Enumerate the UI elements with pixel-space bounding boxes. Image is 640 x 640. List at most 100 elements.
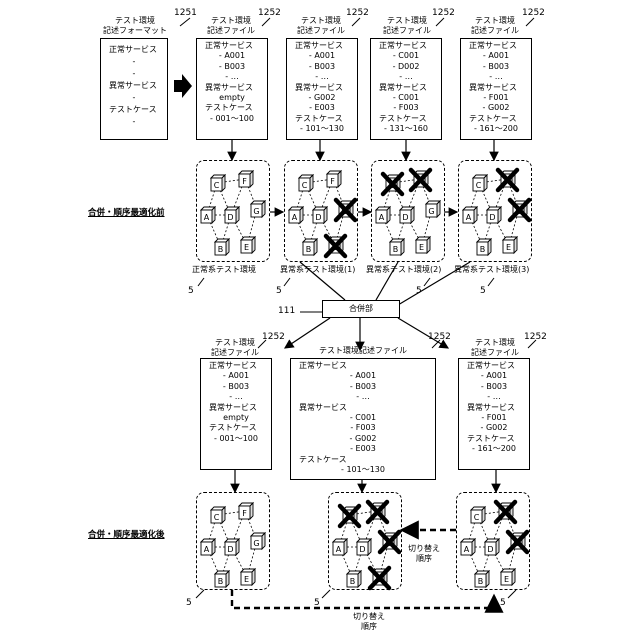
doc-section-heading: テストケース <box>287 114 357 124</box>
doc-entry: - B003 <box>461 62 531 72</box>
merge-unit: 合併部 <box>322 300 400 318</box>
service-cube-icon: D <box>485 539 499 555</box>
doc-section-heading: 異常サービス <box>101 80 167 92</box>
service-letter: C <box>214 513 220 522</box>
doc-section-heading: 正常サービス <box>101 44 167 56</box>
ref-env-b0: 5 <box>186 598 192 608</box>
doc-section-heading: テストケース <box>371 114 441 124</box>
service-graph: CFADGBE <box>329 493 401 593</box>
doc-entry: - C001 <box>371 93 441 103</box>
ref-env-t2: 5 <box>416 286 422 296</box>
doc-entry: - … <box>459 392 529 402</box>
doc-entry: - 101～130 <box>291 465 435 475</box>
service-letter: G <box>253 539 259 548</box>
service-cube-icon: B <box>347 571 361 587</box>
ref-env-t0: 5 <box>188 286 194 296</box>
service-letter: D <box>227 213 233 222</box>
doc-section-heading: 異常サービス <box>201 403 271 413</box>
service-letter: B <box>480 245 486 254</box>
service-letter: D <box>487 545 493 554</box>
service-letter: A <box>292 213 298 222</box>
service-cube-icon: B <box>390 239 404 255</box>
doc-section-heading: テストケース <box>291 455 435 465</box>
service-letter: A <box>336 545 342 554</box>
service-cube-icon: D <box>313 207 327 223</box>
doc-entry: empty <box>197 93 267 103</box>
doc-entry: - G002 <box>459 423 529 433</box>
ref-bfile-2: 1252 <box>428 332 451 342</box>
format-document: 正常サービス--異常サービス-テストケース- <box>100 38 168 140</box>
doc-section-heading: テストケース <box>197 103 267 113</box>
service-cube-icon: E <box>416 237 430 253</box>
service-cube-icon: C <box>211 507 225 523</box>
doc-entry: - … <box>461 72 531 82</box>
service-cube-icon: C <box>299 175 313 191</box>
service-letter: C <box>476 181 482 190</box>
env-label-abnormal-2: 異常系テスト環境(2) <box>366 264 441 275</box>
caption-format: テスト環境 記述フォーマット <box>100 16 170 35</box>
ref-format: 1251 <box>174 8 197 18</box>
doc-entry: - A001 <box>287 51 357 61</box>
env-normal-bottom: CFADGBE <box>196 492 270 590</box>
service-letter: B <box>218 577 224 586</box>
env-label-abnormal-3: 異常系テスト環境(3) <box>454 264 529 275</box>
service-letter: F <box>242 177 247 186</box>
service-cube-icon: D <box>400 207 414 223</box>
bottom-file-document-3: 正常サービス- A001- B003- …異常サービス- F001- G002テ… <box>458 358 530 470</box>
service-cube-icon: D <box>225 207 239 223</box>
service-graph: CFADGBE <box>197 493 269 593</box>
service-letter: A <box>204 545 210 554</box>
service-cube-icon: A <box>201 207 215 223</box>
service-graph: CFADGBE <box>459 161 531 261</box>
caption-file-2: テスト環境 記述ファイル <box>286 16 356 35</box>
service-letter: D <box>359 545 365 554</box>
service-cube-icon: C <box>471 507 485 523</box>
service-cube-icon: D <box>225 539 239 555</box>
service-cube-icon: B <box>303 239 317 255</box>
doc-entry: - 101～130 <box>287 124 357 134</box>
doc-placeholder: - <box>101 116 167 128</box>
doc-entry: - A001 <box>197 51 267 61</box>
service-graph: CFADGBE <box>285 161 357 261</box>
service-cube-icon: A <box>289 207 303 223</box>
service-letter: A <box>379 213 385 222</box>
doc-entry: - 161～200 <box>459 444 529 454</box>
bottom-file-document-1: 正常サービス- A001- B003- …異常サービスemptyテストケース- … <box>200 358 272 470</box>
service-graph: CFADGBE <box>372 161 444 261</box>
doc-section-heading: 異常サービス <box>459 403 529 413</box>
doc-entry: - 001～100 <box>201 434 271 444</box>
doc-section-heading: 正常サービス <box>459 361 529 371</box>
service-letter: F <box>330 177 335 186</box>
service-cube-icon: A <box>461 539 475 555</box>
doc-entry: - 161～200 <box>461 124 531 134</box>
row-label-before: 合併・順序最適化前 <box>88 206 165 218</box>
doc-section-heading: 異常サービス <box>291 403 435 413</box>
doc-entry: - A001 <box>461 51 531 61</box>
doc-entry: - F003 <box>371 103 441 113</box>
service-letter: F <box>242 509 247 518</box>
doc-entry: - E003 <box>287 103 357 113</box>
service-cube-icon: G <box>251 201 265 217</box>
env-merged-abnormal: CFADGBE <box>328 492 402 590</box>
doc-section-heading: テストケース <box>201 423 271 433</box>
service-letter: G <box>253 207 259 216</box>
doc-section-heading: テストケース <box>101 104 167 116</box>
ref-env-t3: 5 <box>480 286 486 296</box>
doc-section-heading: 異常サービス <box>197 83 267 93</box>
caption-file-4: テスト環境 記述ファイル <box>460 16 530 35</box>
doc-entry: - A001 <box>201 371 271 381</box>
top-file-document-4: 正常サービス- A001- B003- …異常サービス- F001- G002テ… <box>460 38 532 140</box>
service-letter: B <box>393 245 399 254</box>
service-graph: CFADGBE <box>457 493 529 593</box>
row-label-after: 合併・順序最適化後 <box>88 528 165 540</box>
service-cube-icon: A <box>333 539 347 555</box>
service-cube-icon: A <box>201 539 215 555</box>
service-letter: B <box>350 577 356 586</box>
doc-placeholder: - <box>101 56 167 68</box>
doc-placeholder: - <box>101 68 167 80</box>
doc-entry: - C001 <box>291 413 435 423</box>
service-cube-icon: F <box>239 171 253 187</box>
doc-entry: - B003 <box>287 62 357 72</box>
ref-env-b1: 5 <box>314 598 320 608</box>
doc-entry: - 001～100 <box>197 114 267 124</box>
